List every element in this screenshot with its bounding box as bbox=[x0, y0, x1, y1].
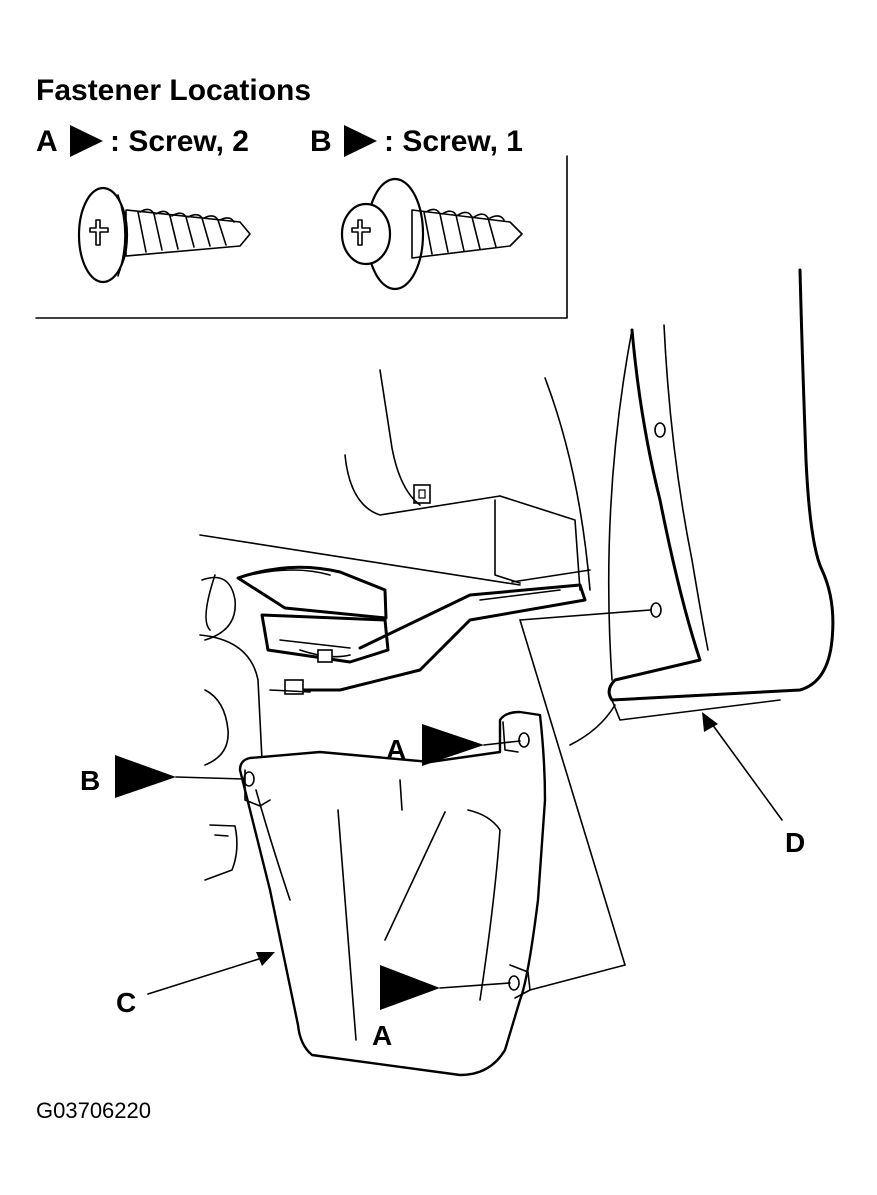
callout-a-upper: A bbox=[386, 724, 521, 766]
body-outline bbox=[199, 369, 591, 641]
arrow-head-icon bbox=[702, 712, 718, 732]
legend-b: B : Screw, 1 bbox=[310, 125, 523, 158]
mud-guard-c bbox=[238, 619, 626, 1077]
diagram-title: Fastener Locations bbox=[36, 74, 311, 107]
figure-code: G03706220 bbox=[36, 1098, 151, 1123]
fender-flare-d bbox=[519, 268, 835, 746]
pointer-triangle-icon bbox=[422, 724, 484, 766]
washer-head-screw-icon bbox=[340, 177, 523, 291]
legend-a: A : Screw, 2 bbox=[36, 125, 249, 158]
legend-a-letter: A bbox=[36, 125, 58, 158]
pan-head-screw-icon bbox=[77, 186, 251, 284]
callout-a-lower: A bbox=[372, 965, 511, 1051]
left-body-lines bbox=[199, 634, 263, 881]
callout-d: D bbox=[702, 712, 805, 858]
legend-b-description: : Screw, 1 bbox=[384, 125, 523, 158]
callout-b-label: B bbox=[80, 765, 100, 796]
legend-box-border bbox=[35, 155, 568, 319]
callout-b: B bbox=[80, 755, 245, 798]
pointer-triangle-icon bbox=[380, 965, 440, 1010]
callout-a-upper-label: A bbox=[386, 734, 406, 765]
mount-bracket bbox=[236, 565, 591, 695]
callout-c: C bbox=[116, 952, 275, 1018]
legend-a-description: : Screw, 2 bbox=[110, 125, 249, 158]
arrow-head-icon bbox=[256, 952, 275, 966]
callout-c-label: C bbox=[116, 987, 136, 1018]
callout-d-label: D bbox=[785, 827, 805, 858]
pointer-triangle-icon bbox=[344, 125, 377, 157]
pointer-triangle-icon bbox=[70, 125, 103, 157]
callout-a-lower-label: A bbox=[372, 1020, 392, 1051]
legend-b-letter: B bbox=[310, 125, 332, 158]
pointer-triangle-icon bbox=[115, 755, 176, 798]
